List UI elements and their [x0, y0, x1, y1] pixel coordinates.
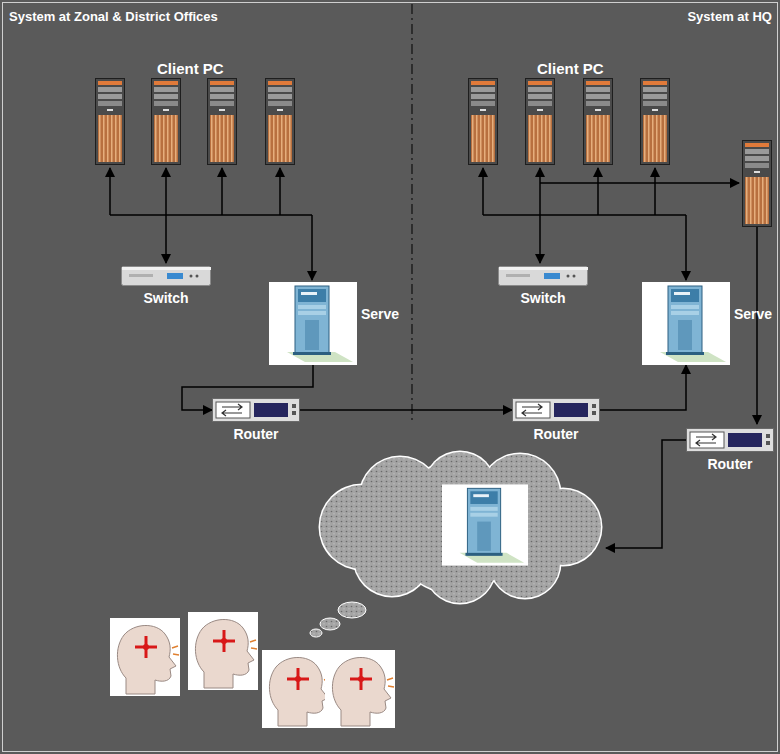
users — [110, 612, 395, 728]
server-box-icon — [269, 282, 357, 365]
cloud — [310, 451, 603, 638]
switch-box: Switch — [498, 266, 588, 306]
network-link — [300, 409, 512, 411]
device-label: Switch — [121, 266, 211, 306]
switch-box: Switch — [121, 266, 211, 306]
switch-box-icon — [498, 266, 588, 286]
router-box: Router — [686, 428, 774, 472]
region-panel: System at Zonal & District OfficesSwitch… — [0, 0, 412, 754]
router-box-icon — [512, 398, 600, 422]
group-label: Client PC — [537, 60, 604, 78]
region-heading: System at Zonal & District Offices — [0, 0, 412, 24]
network-link — [600, 365, 686, 410]
group-label-text: Client PC — [157, 60, 224, 77]
device-label: Serve — [361, 282, 402, 322]
server-box-icon — [642, 282, 730, 365]
device-label: Router — [212, 398, 300, 442]
region-heading: System at HQ — [412, 0, 780, 24]
divider-line — [411, 4, 412, 420]
outer-frame — [3, 3, 778, 752]
router-box-icon — [212, 398, 300, 422]
switch-box-icon — [121, 266, 211, 286]
device-label: Router — [686, 428, 774, 472]
router-box: Router — [212, 398, 300, 442]
group-label: Client PC — [157, 60, 224, 78]
server-box: Serve — [269, 282, 402, 365]
device-label: Router — [512, 398, 600, 442]
region-panel: System at HQSwitchServeRouterRouter — [412, 0, 780, 754]
group-label-text: Client PC — [537, 60, 604, 77]
client-pcs — [96, 79, 772, 227]
server-box: Serve — [642, 282, 775, 365]
router-box-icon — [686, 428, 774, 452]
device-label: Serve — [734, 282, 775, 322]
router-box: Router — [512, 398, 600, 442]
device-label: Switch — [498, 266, 588, 306]
